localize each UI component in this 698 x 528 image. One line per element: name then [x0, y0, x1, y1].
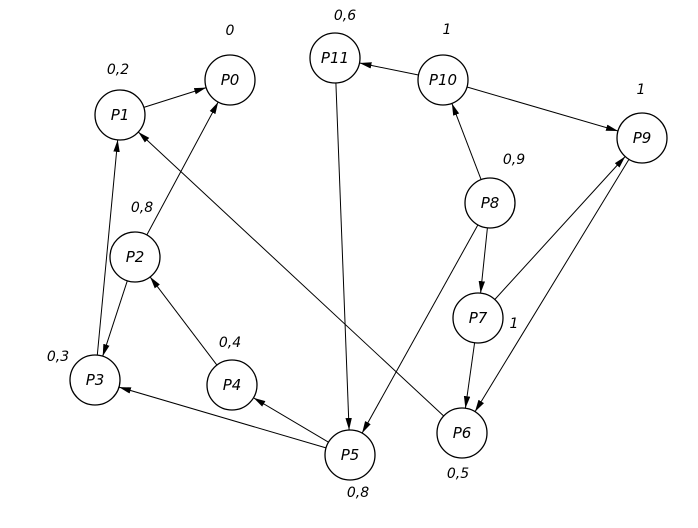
node-p5: P5 — [324, 429, 376, 481]
node-label-p7: P7 — [469, 309, 488, 327]
node-p11: P11 — [309, 32, 361, 84]
node-label-p11: P11 — [321, 49, 349, 67]
node-weight-p3: 0,3 — [47, 349, 69, 365]
node-weight-p10: 1 — [443, 22, 452, 38]
node-circle-p9 — [616, 112, 668, 164]
edge-p9-to-p6 — [474, 159, 630, 412]
node-label-p0: P0 — [221, 71, 240, 89]
node-circle-p7 — [452, 292, 504, 344]
node-p1: P1 — [94, 89, 146, 141]
edge-p7-to-p9 — [494, 156, 626, 300]
node-circle-p5 — [324, 429, 376, 481]
node-p10: P10 — [417, 54, 469, 106]
node-weight-p8: 0,9 — [503, 152, 525, 168]
edge-p10-to-p9 — [466, 86, 619, 132]
node-label-p5: P5 — [341, 446, 360, 464]
edge-p10-to-p11 — [359, 62, 419, 76]
node-label-p1: P1 — [111, 106, 130, 124]
node-circle-p0 — [204, 54, 256, 106]
node-p6: P6 — [436, 407, 488, 459]
node-p2: P2 — [109, 231, 161, 283]
node-p9: P9 — [616, 112, 668, 164]
edge-p8-to-p5 — [361, 224, 479, 434]
node-weight-p9: 1 — [637, 82, 646, 98]
node-weight-p7: 1 — [510, 316, 519, 332]
node-circle-p11 — [309, 32, 361, 84]
edge-p2-to-p0 — [146, 101, 219, 236]
edge-p5-to-p4 — [253, 397, 329, 443]
node-weight-p4: 0,4 — [219, 335, 241, 351]
node-circle-p4 — [206, 359, 258, 411]
node-label-p4: P4 — [223, 376, 242, 394]
edge-p11-to-p5 — [335, 82, 352, 431]
node-label-p9: P9 — [633, 129, 652, 147]
node-circle-p2 — [109, 231, 161, 283]
edge-p3-to-p1 — [96, 139, 120, 356]
node-circle-p10 — [417, 54, 469, 106]
weights-layer: 0 0,2 0,8 0,3 0,4 0,8 0,5 1 0,9 1 1 0,6 — [47, 8, 646, 501]
node-p3: P3 — [69, 354, 121, 406]
edges-layer — [96, 62, 630, 449]
node-circle-p3 — [69, 354, 121, 406]
node-label-p2: P2 — [126, 248, 145, 266]
node-p4: P4 — [206, 359, 258, 411]
edge-p8-to-p10 — [451, 103, 482, 180]
edge-p5-to-p3 — [118, 386, 327, 449]
node-circle-p8 — [464, 177, 516, 229]
edge-p8-to-p7 — [478, 227, 488, 294]
node-weight-p6: 0,5 — [447, 466, 469, 482]
node-p0: P0 — [204, 54, 256, 106]
node-weight-p11: 0,6 — [334, 8, 356, 24]
node-weight-p2: 0,8 — [131, 200, 153, 216]
node-label-p6: P6 — [453, 424, 472, 442]
edge-p7-to-p6 — [463, 342, 476, 409]
node-label-p10: P10 — [429, 71, 457, 89]
edge-p2-to-p3 — [102, 280, 128, 357]
edge-p1-to-p0 — [143, 87, 207, 108]
node-label-p3: P3 — [86, 371, 105, 389]
node-weight-p1: 0,2 — [107, 62, 129, 78]
node-p7: P7 — [452, 292, 504, 344]
node-circle-p1 — [94, 89, 146, 141]
node-weight-p0: 0 — [226, 23, 235, 39]
node-label-p8: P8 — [481, 194, 500, 212]
edge-p6-to-p1 — [137, 131, 445, 417]
edge-p4-to-p2 — [149, 276, 218, 366]
node-circle-p6 — [436, 407, 488, 459]
node-weight-p5: 0,8 — [347, 485, 369, 501]
node-p8: P8 — [464, 177, 516, 229]
